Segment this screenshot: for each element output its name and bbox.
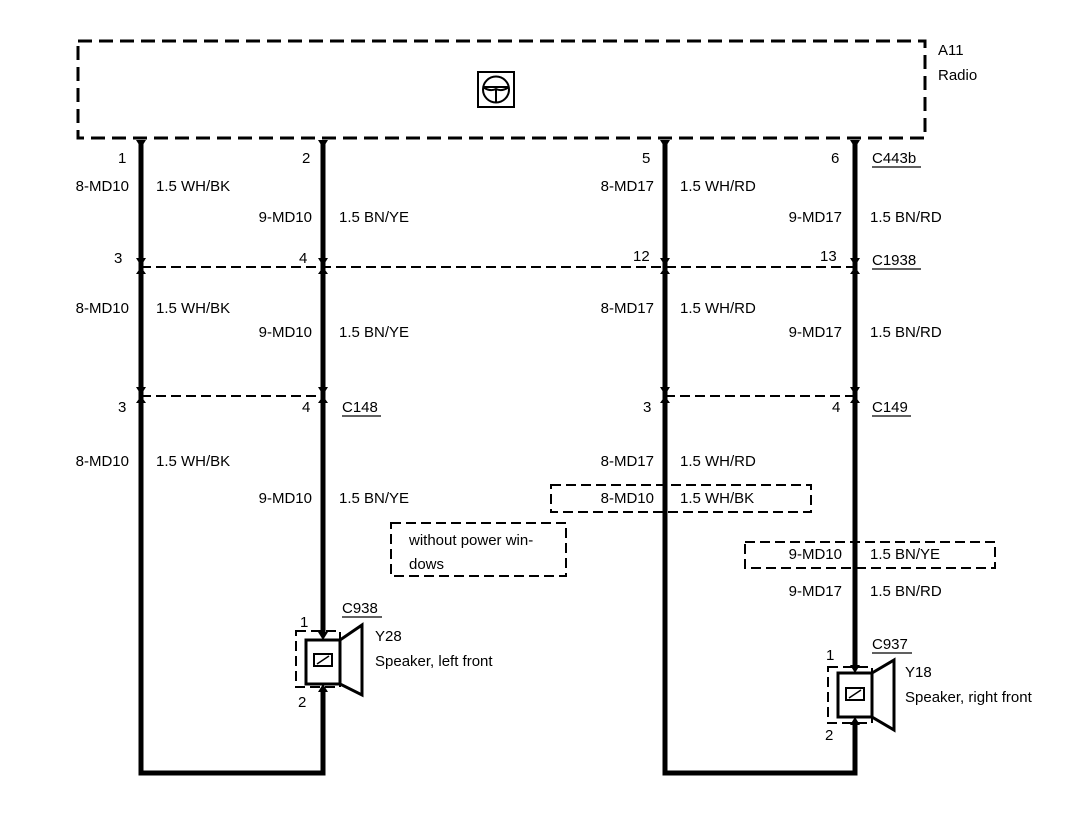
note-line-1: without power win- [408, 532, 533, 549]
seg1-9-md10-circuit: 9-MD10 [259, 209, 312, 226]
radio-module-outline [76, 39, 927, 140]
alt-box-9-md10 [744, 541, 996, 569]
seg1-8-md10-circuit: 8-MD10 [76, 178, 129, 195]
seg2-8-md17-circuit: 8-MD17 [601, 300, 654, 317]
seg1-9-md17-spec: 1.5 BN/RD [870, 209, 942, 226]
speaker-right-front: C937 1 2 Y18 Speaker, right front [825, 636, 1033, 744]
c1938-label: C1938 [872, 252, 916, 269]
c149-pin-4: 4 [832, 399, 840, 416]
speaker-icon [836, 657, 896, 733]
pin-terminals [136, 140, 860, 403]
seg1-8-md10-spec: 1.5 WH/BK [156, 178, 230, 195]
c149-pin-3: 3 [643, 399, 651, 416]
steering-wheel-icon [477, 71, 515, 108]
seg2-8-md17-spec: 1.5 WH/RD [680, 300, 756, 317]
c443b-label: C443b [872, 150, 916, 167]
c148-pin-3: 3 [118, 399, 126, 416]
alt-9-md10-spec: 1.5 BN/YE [870, 546, 940, 563]
c443b-pin-2: 2 [302, 150, 310, 167]
seg2-8-md10-circuit: 8-MD10 [76, 300, 129, 317]
note-box [390, 522, 567, 577]
c937-label: C937 [872, 636, 908, 653]
c1938-pin-13: 13 [820, 248, 837, 265]
wire-harness [138, 140, 858, 776]
radio-name: Radio [938, 67, 977, 84]
seg1-9-md17-circuit: 9-MD17 [789, 209, 842, 226]
c937-pin-2: 2 [825, 727, 833, 744]
c938-label: C938 [342, 600, 378, 617]
speaker-right-name: Speaker, right front [905, 689, 1033, 706]
c1938-pin-3: 3 [114, 250, 122, 267]
alt-9-md10-circuit: 9-MD10 [789, 546, 842, 563]
seg2-8-md10-spec: 1.5 WH/BK [156, 300, 230, 317]
c148-label: C148 [342, 399, 378, 416]
seg1-9-md10-spec: 1.5 BN/YE [339, 209, 409, 226]
c443b-pin-1: 1 [118, 150, 126, 167]
seg2-9-md17-spec: 1.5 BN/RD [870, 324, 942, 341]
c443b-pin-6: 6 [831, 150, 839, 167]
note-line-2: dows [409, 556, 444, 573]
speaker-right-ref: Y18 [905, 664, 932, 681]
seg1-8-md17-spec: 1.5 WH/RD [680, 178, 756, 195]
seg2-9-md10-spec: 1.5 BN/YE [339, 324, 409, 341]
seg3-9-md10-circuit: 9-MD10 [259, 490, 312, 507]
radio-module: A11 Radio [76, 39, 977, 140]
c148-pin-4: 4 [302, 399, 310, 416]
seg3-8-md10-circuit: 8-MD10 [76, 453, 129, 470]
c1938-pin-12: 12 [633, 248, 650, 265]
alt-8-md10-spec: 1.5 WH/BK [680, 490, 754, 507]
c937-pin-1: 1 [826, 647, 834, 664]
alt-box-8-md10 [550, 484, 812, 513]
c938-pin-2: 2 [298, 694, 306, 711]
seg3-8-md17-spec: 1.5 WH/RD [680, 453, 756, 470]
speaker-left-front: C938 1 2 Y28 Speaker, left front [295, 600, 493, 711]
alt-8-md10-circuit: 8-MD10 [601, 490, 654, 507]
speaker-icon [304, 622, 364, 698]
speaker-left-name: Speaker, left front [375, 653, 493, 670]
seg2-9-md17-circuit: 9-MD17 [789, 324, 842, 341]
seg2-9-md10-circuit: 9-MD10 [259, 324, 312, 341]
c1938-pin-4: 4 [299, 250, 307, 267]
seg3-8-md17-circuit: 8-MD17 [601, 453, 654, 470]
speaker-left-ref: Y28 [375, 628, 402, 645]
seg3-8-md10-spec: 1.5 WH/BK [156, 453, 230, 470]
c443b-pin-5: 5 [642, 150, 650, 167]
seg3-9-md17-circuit: 9-MD17 [789, 583, 842, 600]
seg1-8-md17-circuit: 8-MD17 [601, 178, 654, 195]
seg3-9-md10-spec: 1.5 BN/YE [339, 490, 409, 507]
c149-label: C149 [872, 399, 908, 416]
seg3-9-md17-spec: 1.5 BN/RD [870, 583, 942, 600]
c938-pin-1: 1 [300, 614, 308, 631]
radio-ref: A11 [938, 42, 964, 59]
